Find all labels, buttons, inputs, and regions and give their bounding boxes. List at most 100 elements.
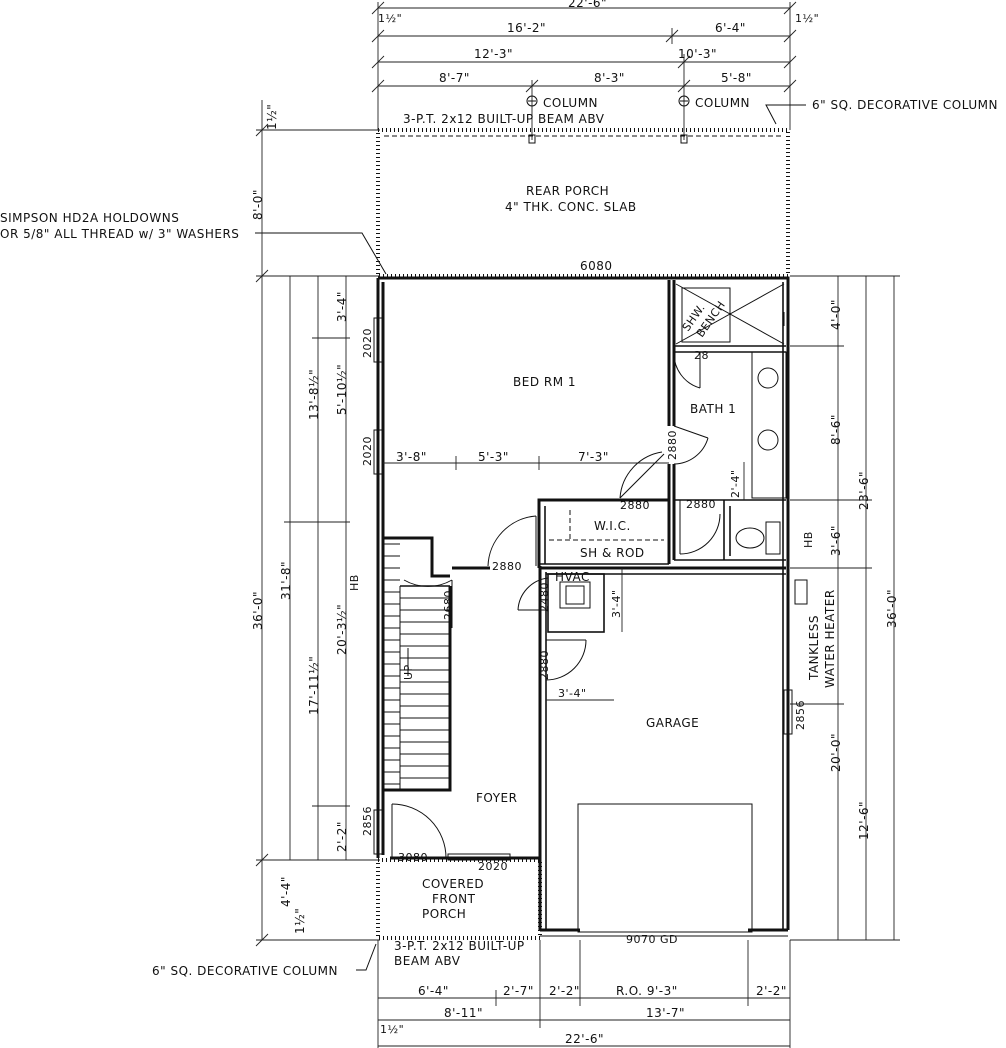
note-decorative-column-bottom: 6" SQ. DECORATIVE COLUMN: [152, 964, 338, 978]
note-water-heater-1: TANKLESS: [807, 615, 821, 681]
note-holdowns-2: OR 5/8" ALL THREAD w/ 3" WASHERS: [0, 227, 239, 241]
front-door-swing: [391, 803, 511, 861]
dim-bottom-2-2b: 2'-2": [756, 984, 787, 998]
leader-holdowns: [255, 232, 387, 275]
room-garage: GARAGE: [646, 716, 699, 730]
note-hb-right: HB: [802, 531, 815, 548]
note-column-2: COLUMN: [695, 96, 750, 110]
right-dimensions: [790, 275, 900, 941]
opening-door-bath-lower: 2880: [686, 498, 716, 511]
dim-right-4-0: 4'-0": [829, 299, 843, 330]
dim-bottom-6-4: 6'-4": [418, 984, 449, 998]
opening-door-stair: 2680: [442, 590, 455, 620]
garage-car-outline: [577, 803, 753, 933]
garage-interior-door: [545, 639, 614, 701]
stair: [381, 536, 452, 792]
dim-right-8-6: 8'-6": [829, 414, 843, 445]
dim-interior-7-3: 7'-3": [578, 450, 609, 464]
dim-top-6-4: 6'-4": [715, 21, 746, 35]
dim-interior-3-4-hvac: 3'-4": [610, 589, 623, 618]
room-covered-porch-3: PORCH: [422, 907, 466, 921]
dim-top-left-half: 1½": [378, 12, 402, 25]
room-hvac: HVAC: [555, 570, 590, 584]
dim-top-right-half: 1½": [795, 12, 819, 25]
room-foyer: FOYER: [476, 791, 517, 805]
dim-bottom-2-7: 2'-7": [503, 984, 534, 998]
dim-right-20: 20'-0": [829, 733, 843, 772]
water-heater-box: [794, 579, 808, 605]
dim-right-12-6: 12'-6": [857, 801, 871, 840]
room-covered-porch-1: COVERED: [422, 877, 484, 891]
dim-right-3-6: 3'-6": [829, 525, 843, 556]
dim-left-overall: 36'-0": [251, 591, 265, 630]
opening-door-garage-int: 2880: [538, 650, 551, 680]
opening-front-door: 3080: [398, 851, 428, 864]
bath-walls: [667, 280, 787, 561]
dim-top-8-3: 8'-3": [594, 71, 625, 85]
dim-bottom-overall: 22'-6": [565, 1032, 604, 1046]
note-beam-bottom-2: BEAM ABV: [394, 954, 461, 968]
dim-interior-3-4-lower: 3'-4": [558, 687, 587, 700]
dim-left-17-11: 17'-11½": [307, 656, 321, 715]
opening-door-bath: 2880: [666, 430, 679, 460]
dim-top-5-8: 5'-8": [721, 71, 752, 85]
dim-interior-3-8: 3'-8": [396, 450, 427, 464]
dim-left-5-10: 5'-10½": [335, 364, 349, 415]
dim-left-bottom-half: 1½": [293, 908, 307, 934]
dim-right-23-6: 23'-6": [857, 471, 871, 510]
dim-left-2-2: 2'-2": [335, 821, 349, 852]
column-markers: [526, 95, 690, 144]
opening-win-front: 2020: [478, 860, 508, 873]
opening-rear-slider: 6080: [580, 259, 613, 273]
dim-bottom-ro: R.O. 9'-3": [616, 984, 678, 998]
dim-bottom-half: 1½": [380, 1023, 404, 1036]
dim-left-top-half: 1½": [265, 104, 279, 130]
opening-win-garage: 2856: [794, 700, 807, 730]
opening-door-28: 28: [694, 349, 709, 362]
dim-interior-5-3: 5'-3": [478, 450, 509, 464]
note-water-heater-2: WATER HEATER: [823, 589, 837, 688]
note-holdowns-1: SIMPSON HD2A HOLDOWNS: [0, 211, 179, 225]
room-wic: W.I.C.: [594, 519, 631, 533]
left-wall-windows: [373, 317, 383, 855]
opening-win-foyer: 2856: [361, 806, 374, 836]
dim-left-20-3: 20'-3½": [335, 604, 349, 655]
room-rear-porch: REAR PORCH: [526, 184, 609, 198]
left-dimensions: [255, 100, 380, 947]
dim-top-16-2: 16'-2": [507, 21, 546, 35]
dim-left-4-4: 4'-4": [279, 876, 293, 907]
note-beam-top: 3-P.T. 2x12 BUILT-UP BEAM ABV: [403, 112, 605, 126]
rear-porch-outline: [376, 128, 790, 278]
note-decorative-column-top: 6" SQ. DECORATIVE COLUMN: [812, 98, 998, 112]
leader-decorative-column-bottom: [356, 943, 377, 971]
opening-door-hvac: 2480: [538, 582, 551, 612]
room-bath: BATH 1: [690, 402, 736, 416]
dim-left-3-4: 3'-4": [335, 291, 349, 322]
dim-bottom-2-2a: 2'-2": [549, 984, 580, 998]
room-bed-rm: BED RM 1: [513, 375, 576, 389]
opening-garage-door: 9070 GD: [626, 933, 678, 946]
dim-left-31-8: 31'-8": [279, 561, 293, 600]
dim-interior-2-4: 2'-4": [729, 469, 742, 498]
dim-bottom-8-11: 8'-11": [444, 1006, 483, 1020]
bedroom-interior-dimensions: [383, 456, 669, 470]
dim-top-8-7: 8'-7": [439, 71, 470, 85]
dim-left-porch: 8'-0": [251, 189, 265, 220]
dim-top-10-3: 10'-3": [678, 47, 717, 61]
dim-right-36: 36'-0": [885, 589, 899, 628]
opening-win-bed-mid: 2020: [361, 436, 374, 466]
dim-bottom-13-7: 13'-7": [646, 1006, 685, 1020]
dim-top-12-3: 12'-3": [474, 47, 513, 61]
note-column-1: COLUMN: [543, 96, 598, 110]
opening-win-bed-top: 2020: [361, 328, 374, 358]
note-beam-bottom-1: 3-P.T. 2x12 BUILT-UP: [394, 939, 525, 953]
opening-door-bed: 2880: [492, 560, 522, 573]
note-hb-left: HB: [348, 574, 361, 591]
room-sh-rod: SH & ROD: [580, 546, 645, 560]
room-covered-porch-2: FRONT: [432, 892, 476, 906]
room-rear-porch-slab: 4" THK. CONC. SLAB: [505, 200, 637, 214]
opening-door-wic: 2880: [620, 499, 650, 512]
wic-walls: [537, 451, 671, 568]
dim-top-overall: 22'-6": [568, 0, 607, 10]
